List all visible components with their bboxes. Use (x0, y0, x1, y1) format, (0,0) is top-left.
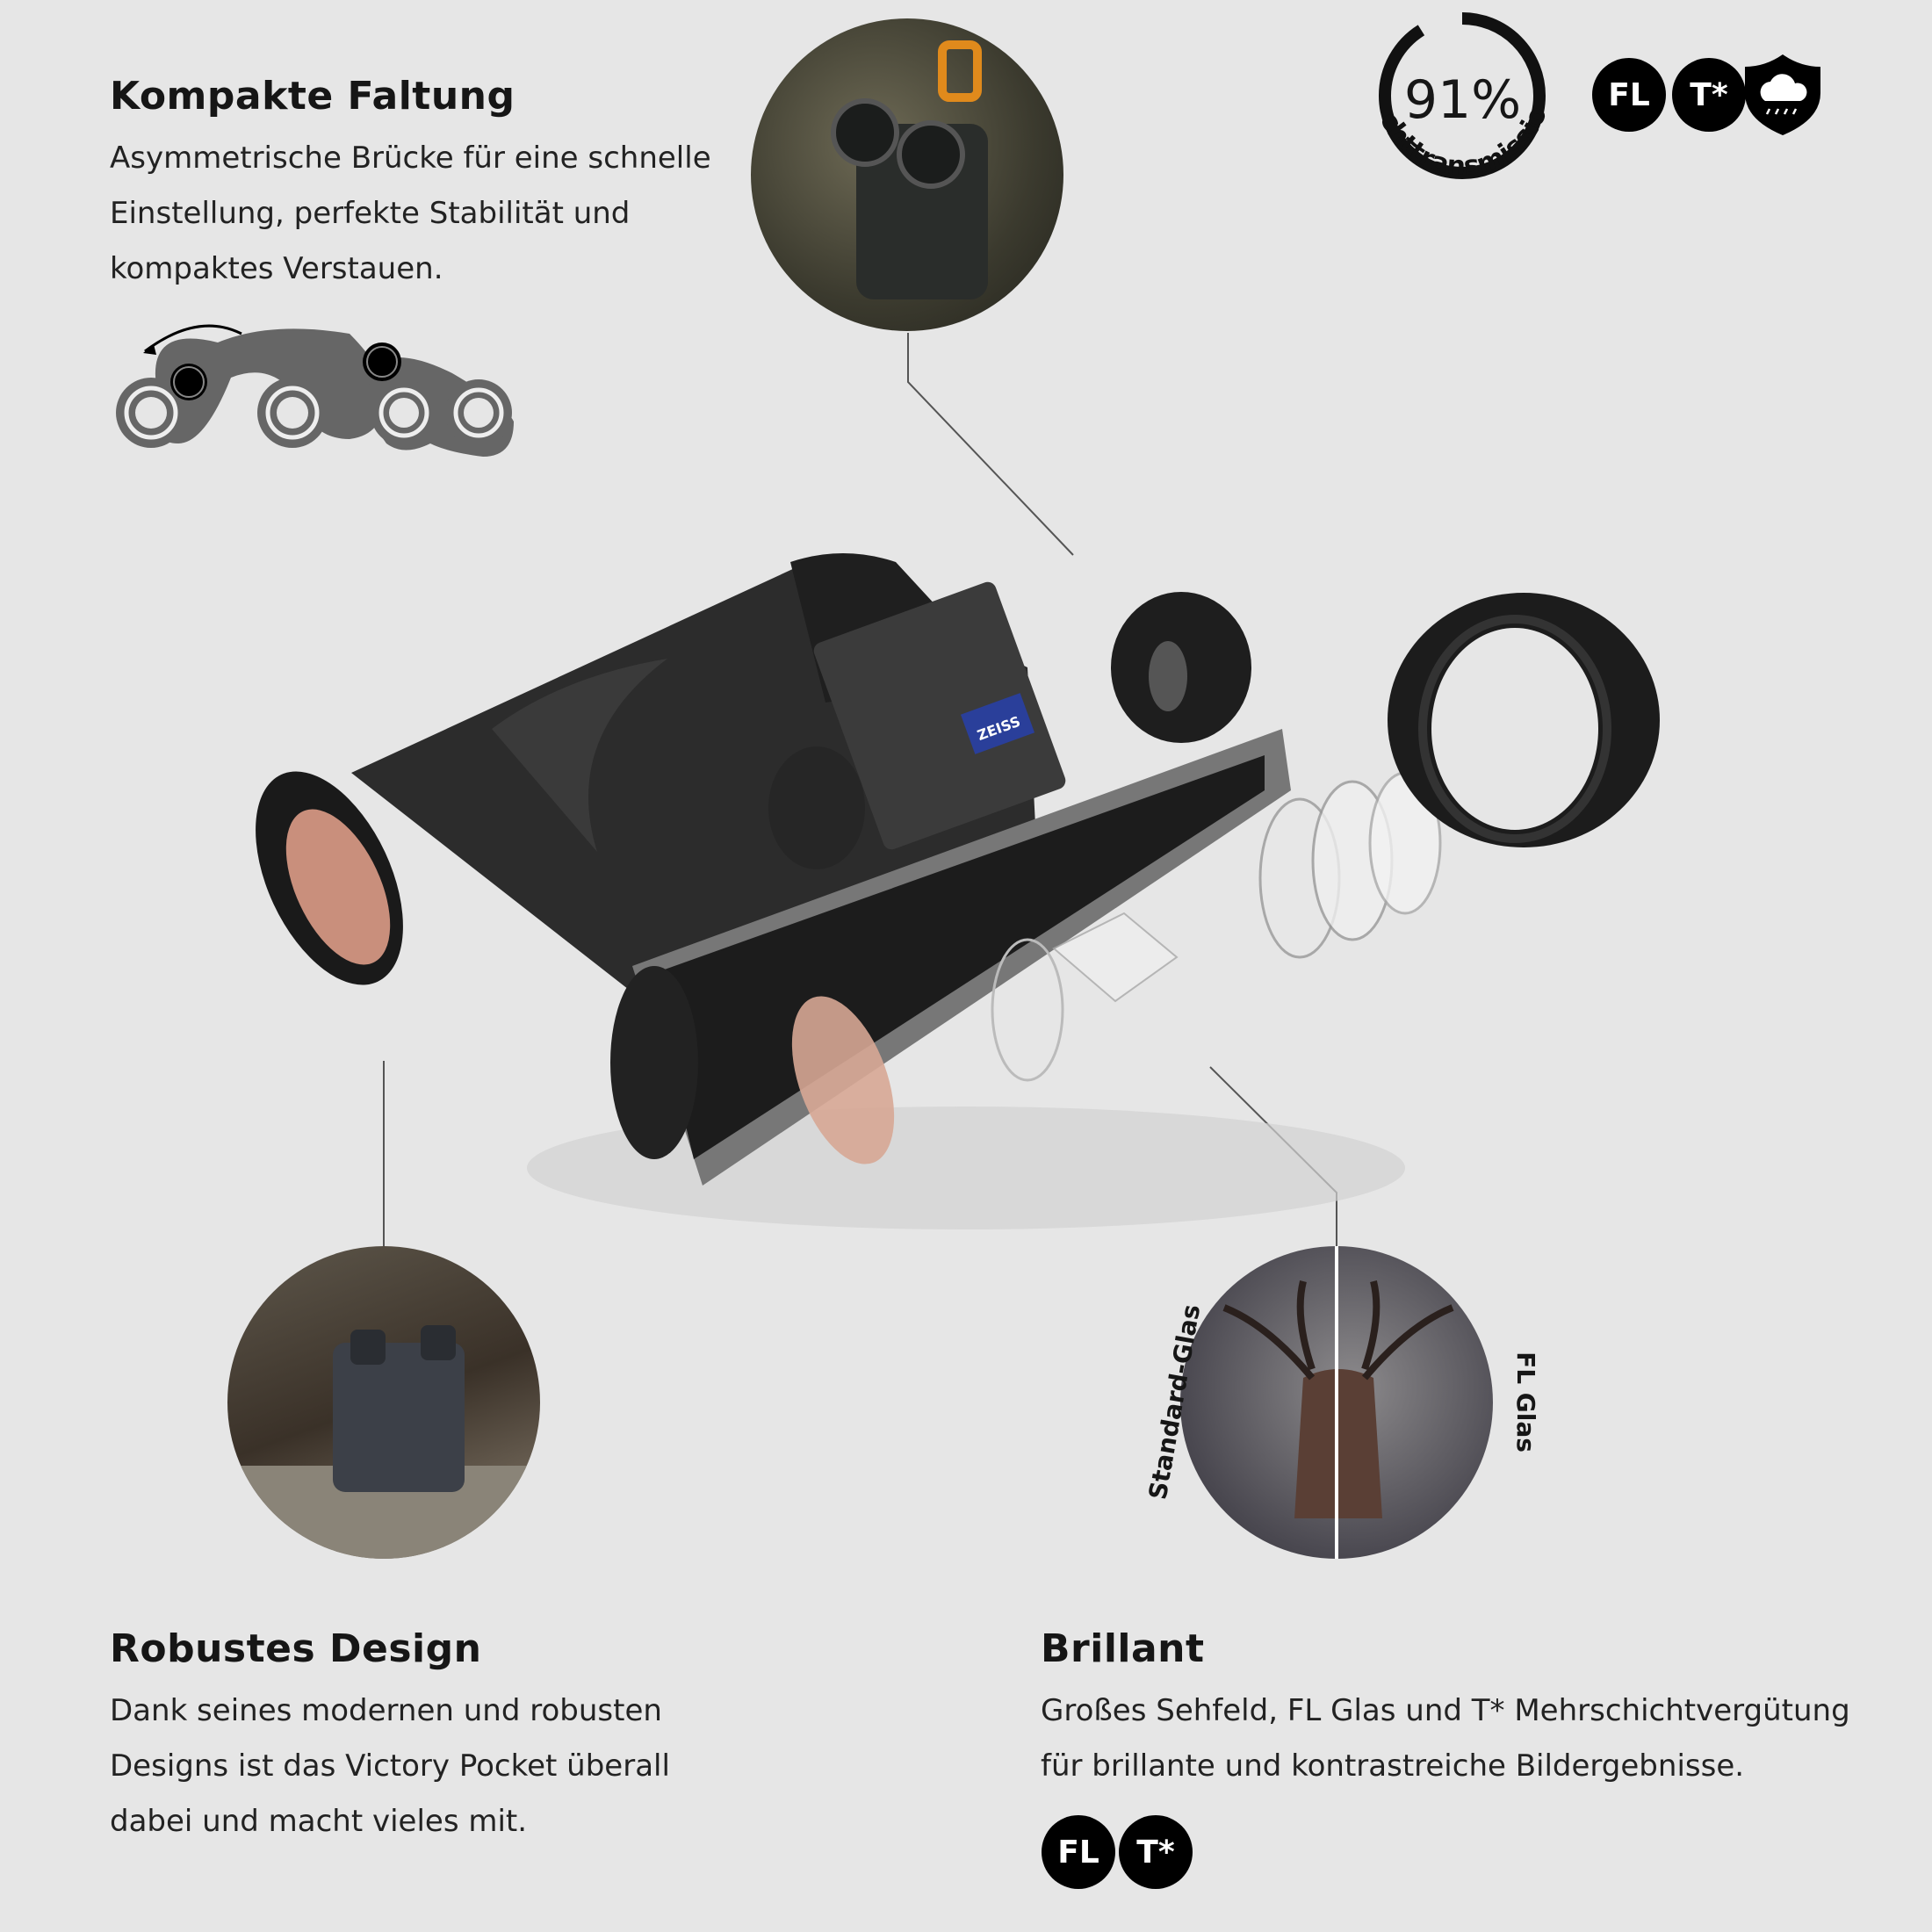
fold-text-line: kompaktes Verstauen. (110, 251, 443, 286)
unfolded-binocular-icon (116, 324, 385, 448)
folded-binocular-icon (363, 342, 514, 457)
weatherproof-shield-icon (1745, 54, 1820, 135)
brilliant-text-line: für brillante und kontrastreiche Bilderg… (1041, 1748, 1745, 1784)
fl-glass-badge: FL (1592, 58, 1666, 132)
fl-glass-label: FL Glas (1510, 1352, 1540, 1453)
t-star-coating-badge: T* (1672, 58, 1746, 132)
binocular-outdoor-photo (227, 1246, 540, 1559)
binocular-photo-shape (831, 40, 988, 299)
fold-text-line: Asymmetrische Brücke für eine schnelle (110, 141, 711, 176)
fold-title: Kompakte Faltung (110, 74, 515, 119)
deer-photo-shape (1222, 1246, 1454, 1559)
brilliant-text-line: Großes Sehfeld, FL Glas und T* Mehrschic… (1041, 1693, 1850, 1728)
robust-section: Robustes Design Dank seines modernen und… (110, 1626, 670, 1849)
zeiss-logo (960, 693, 1035, 754)
binocular-photo-shape (227, 1325, 540, 1559)
binocular-in-pocket-photo (751, 18, 1063, 331)
fold-section: Kompakte Faltung Asymmetrische Brücke fü… (110, 74, 711, 297)
light-transmission-badge: Lichttransmission 91% (1334, 0, 1572, 224)
robust-text-line: dabei und macht vieles mit. (110, 1804, 528, 1839)
robust-title: Robustes Design (110, 1626, 482, 1671)
t-star-coating-badge: T* (1119, 1815, 1193, 1889)
brilliant-section: Brillant Großes Sehfeld, FL Glas und T* … (1041, 1626, 1850, 1794)
robust-text-line: Designs ist das Victory Pocket überall (110, 1748, 670, 1784)
glass-comparison-photo (1180, 1246, 1493, 1559)
robust-text-line: Dank seines modernen und robusten (110, 1693, 662, 1728)
fl-glass-badge: FL (1042, 1815, 1115, 1889)
transmission-ring: Lichttransmission (1334, 0, 1554, 182)
transmission-value: 91% (1403, 69, 1522, 131)
brilliant-title: Brillant (1041, 1626, 1205, 1671)
binocular-cutaway-illustration: ZEISS (256, 553, 1660, 1229)
fold-text-line: Einstellung, perfekte Stabilität und (110, 196, 631, 231)
folding-bridge-illustration (116, 324, 514, 457)
